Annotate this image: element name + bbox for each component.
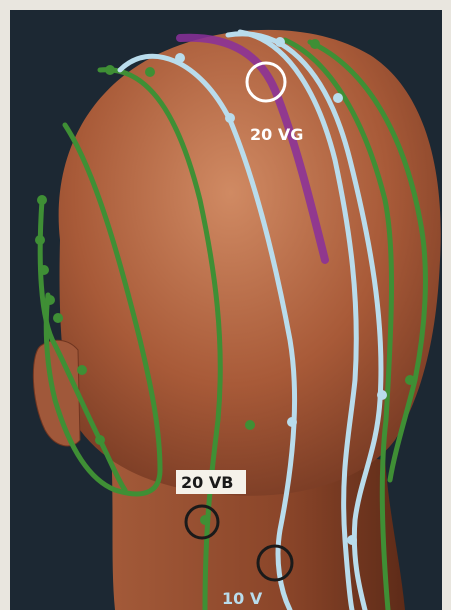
green-point [45,295,55,305]
green-point [200,515,210,525]
vg-label: 20 VG [250,125,303,144]
v-label: 10 V [222,589,263,608]
green-point [37,195,47,205]
blue-point [333,93,343,103]
green-point [405,375,415,385]
green-point [39,265,49,275]
blue-point [377,390,387,400]
blue-point [225,113,235,123]
blue-point [347,535,357,545]
green-point [310,39,320,49]
green-point [145,67,155,77]
green-point [95,435,105,445]
paper-margin [0,0,451,10]
blue-point [275,37,285,47]
green-point [77,365,87,375]
green-point [105,65,115,75]
green-point [35,235,45,245]
green-point [53,313,63,323]
blue-point [287,417,297,427]
vb-label: 20 VB [181,473,233,492]
green-point [245,420,255,430]
blue-point [175,53,185,63]
